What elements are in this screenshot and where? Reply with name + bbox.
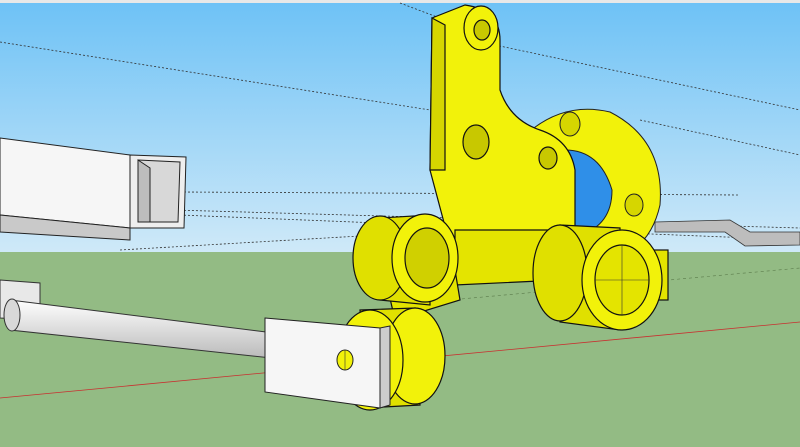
white-plate[interactable] bbox=[264, 317, 391, 409]
far-frame bbox=[654, 219, 800, 247]
square-tube[interactable] bbox=[0, 137, 187, 241]
top-border bbox=[0, 0, 800, 3]
right-roller[interactable] bbox=[532, 224, 669, 331]
left-roller[interactable] bbox=[352, 213, 459, 306]
